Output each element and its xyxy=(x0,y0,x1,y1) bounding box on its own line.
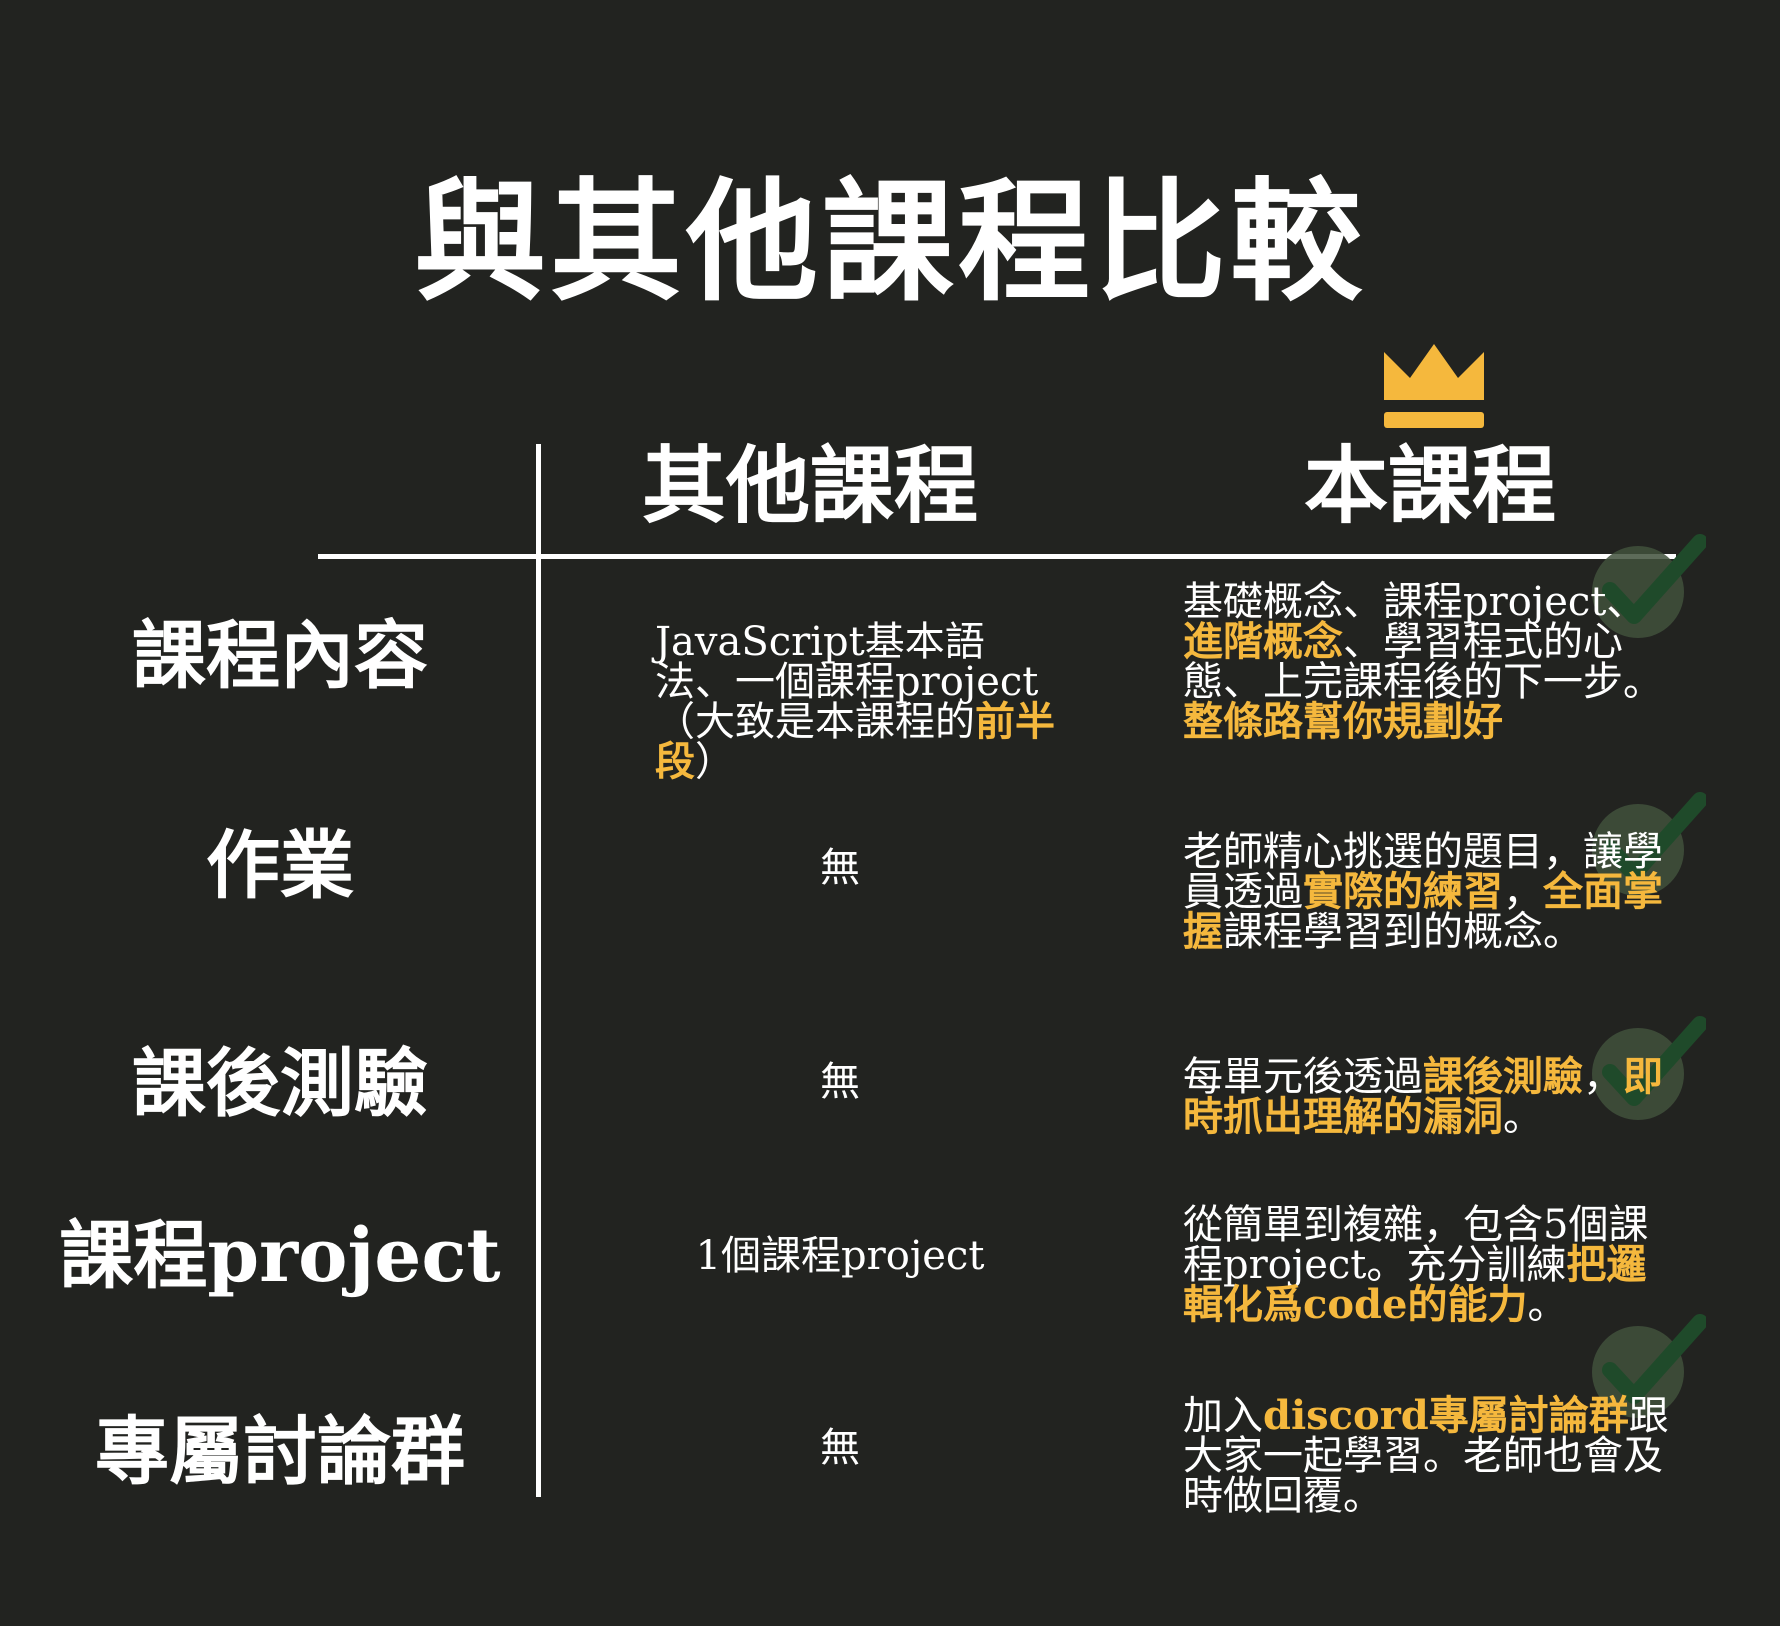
ours-cell-project: 從簡單到複雜，包含5個課程project。充分訓練把邏輯化爲code的能力。 xyxy=(1183,1205,1683,1325)
ours-cell-content: 基礎概念、課程project、進階概念、學習程式的心態、上完課程後的下一步。整條… xyxy=(1183,582,1683,742)
highlight-text: 把邏輯化爲code的能力 xyxy=(1183,1241,1647,1328)
highlight-text: 即時抓出理解的漏洞 xyxy=(1183,1053,1663,1140)
row-label-project: 課程project xyxy=(59,1213,501,1299)
crown-icon xyxy=(1380,344,1488,430)
column-header-ours: 本課程 xyxy=(1303,436,1556,535)
row-label-content: 課程內容 xyxy=(132,613,428,699)
checkmark-icon xyxy=(1588,1014,1706,1124)
ours-cell-homework: 老師精心挑選的題目，讓學員透過實際的練習，全面掌握課程學習到的概念。 xyxy=(1183,832,1683,952)
column-header-other: 其他課程 xyxy=(641,436,978,535)
cell-text: 無 xyxy=(820,1059,860,1105)
cell-text: ， xyxy=(1503,869,1543,915)
row-label-discussion: 專屬討論群 xyxy=(95,1409,465,1495)
cell-text: ， xyxy=(1583,1054,1623,1100)
checkmark-icon xyxy=(1588,532,1706,642)
cell-text: 無 xyxy=(820,845,860,891)
highlight-text: 前半段 xyxy=(655,698,1055,785)
cell-text: 基礎概念、課程project、 xyxy=(1183,579,1647,625)
highlight-text: 全面掌握 xyxy=(1183,868,1663,955)
cell-text: 老師精心挑選的題目，讓學員透過 xyxy=(1183,829,1663,915)
cell-text: JavaScript基本語法、一個課程project（大致是本課程的 xyxy=(655,619,1039,745)
highlight-text: 課後測驗 xyxy=(1423,1053,1583,1100)
row-label-homework: 作業 xyxy=(206,823,354,909)
cell-text: 。 xyxy=(1527,1282,1568,1328)
ours-cell-discussion: 加入discord專屬討論群跟大家一起學習。老師也會及時做回覆。 xyxy=(1183,1393,1683,1519)
checkmark-icon xyxy=(1588,790,1706,900)
row-label-quiz: 課後測驗 xyxy=(132,1041,428,1127)
highlight-text: 進階概念 xyxy=(1183,618,1343,665)
highlight-text: discord專屬討論群 xyxy=(1263,1392,1629,1439)
cell-text: 加入 xyxy=(1183,1393,1263,1439)
cell-text: 每單元後透過 xyxy=(1183,1054,1423,1100)
cell-text: 無 xyxy=(820,1425,860,1471)
horizontal-divider xyxy=(318,554,1676,559)
other-cell-content: JavaScript基本語法、一個課程project（大致是本課程的前半段） xyxy=(655,622,1055,782)
cell-text: 1個課程project xyxy=(695,1233,985,1279)
cell-text: ） xyxy=(695,739,735,785)
cell-text: 跟大家一起學習。老師也會及時做回覆。 xyxy=(1183,1393,1669,1519)
ours-cell-quiz: 每單元後透過課後測驗，即時抓出理解的漏洞。 xyxy=(1183,1054,1683,1140)
checkmark-icon xyxy=(1588,1312,1706,1422)
cell-text: 、學習程式的心態、上完課程後的下一步。 xyxy=(1183,619,1663,705)
cell-text: 從簡單到複雜，包含5個課程project。充分訓練 xyxy=(1183,1202,1649,1288)
other-cell-homework: 無 xyxy=(630,848,1050,888)
highlight-text: 整條路幫你規劃好 xyxy=(1183,698,1503,745)
other-cell-quiz: 無 xyxy=(630,1062,1050,1102)
highlight-text: 實際的練習 xyxy=(1303,868,1503,915)
page-title: 與其他課程比較 xyxy=(414,165,1366,320)
vertical-divider xyxy=(536,444,541,1497)
cell-text: 。 xyxy=(1503,1094,1543,1140)
other-cell-project: 1個課程project xyxy=(630,1236,1050,1276)
cell-text: 課程學習到的概念。 xyxy=(1223,909,1583,955)
other-cell-discussion: 無 xyxy=(630,1428,1050,1468)
